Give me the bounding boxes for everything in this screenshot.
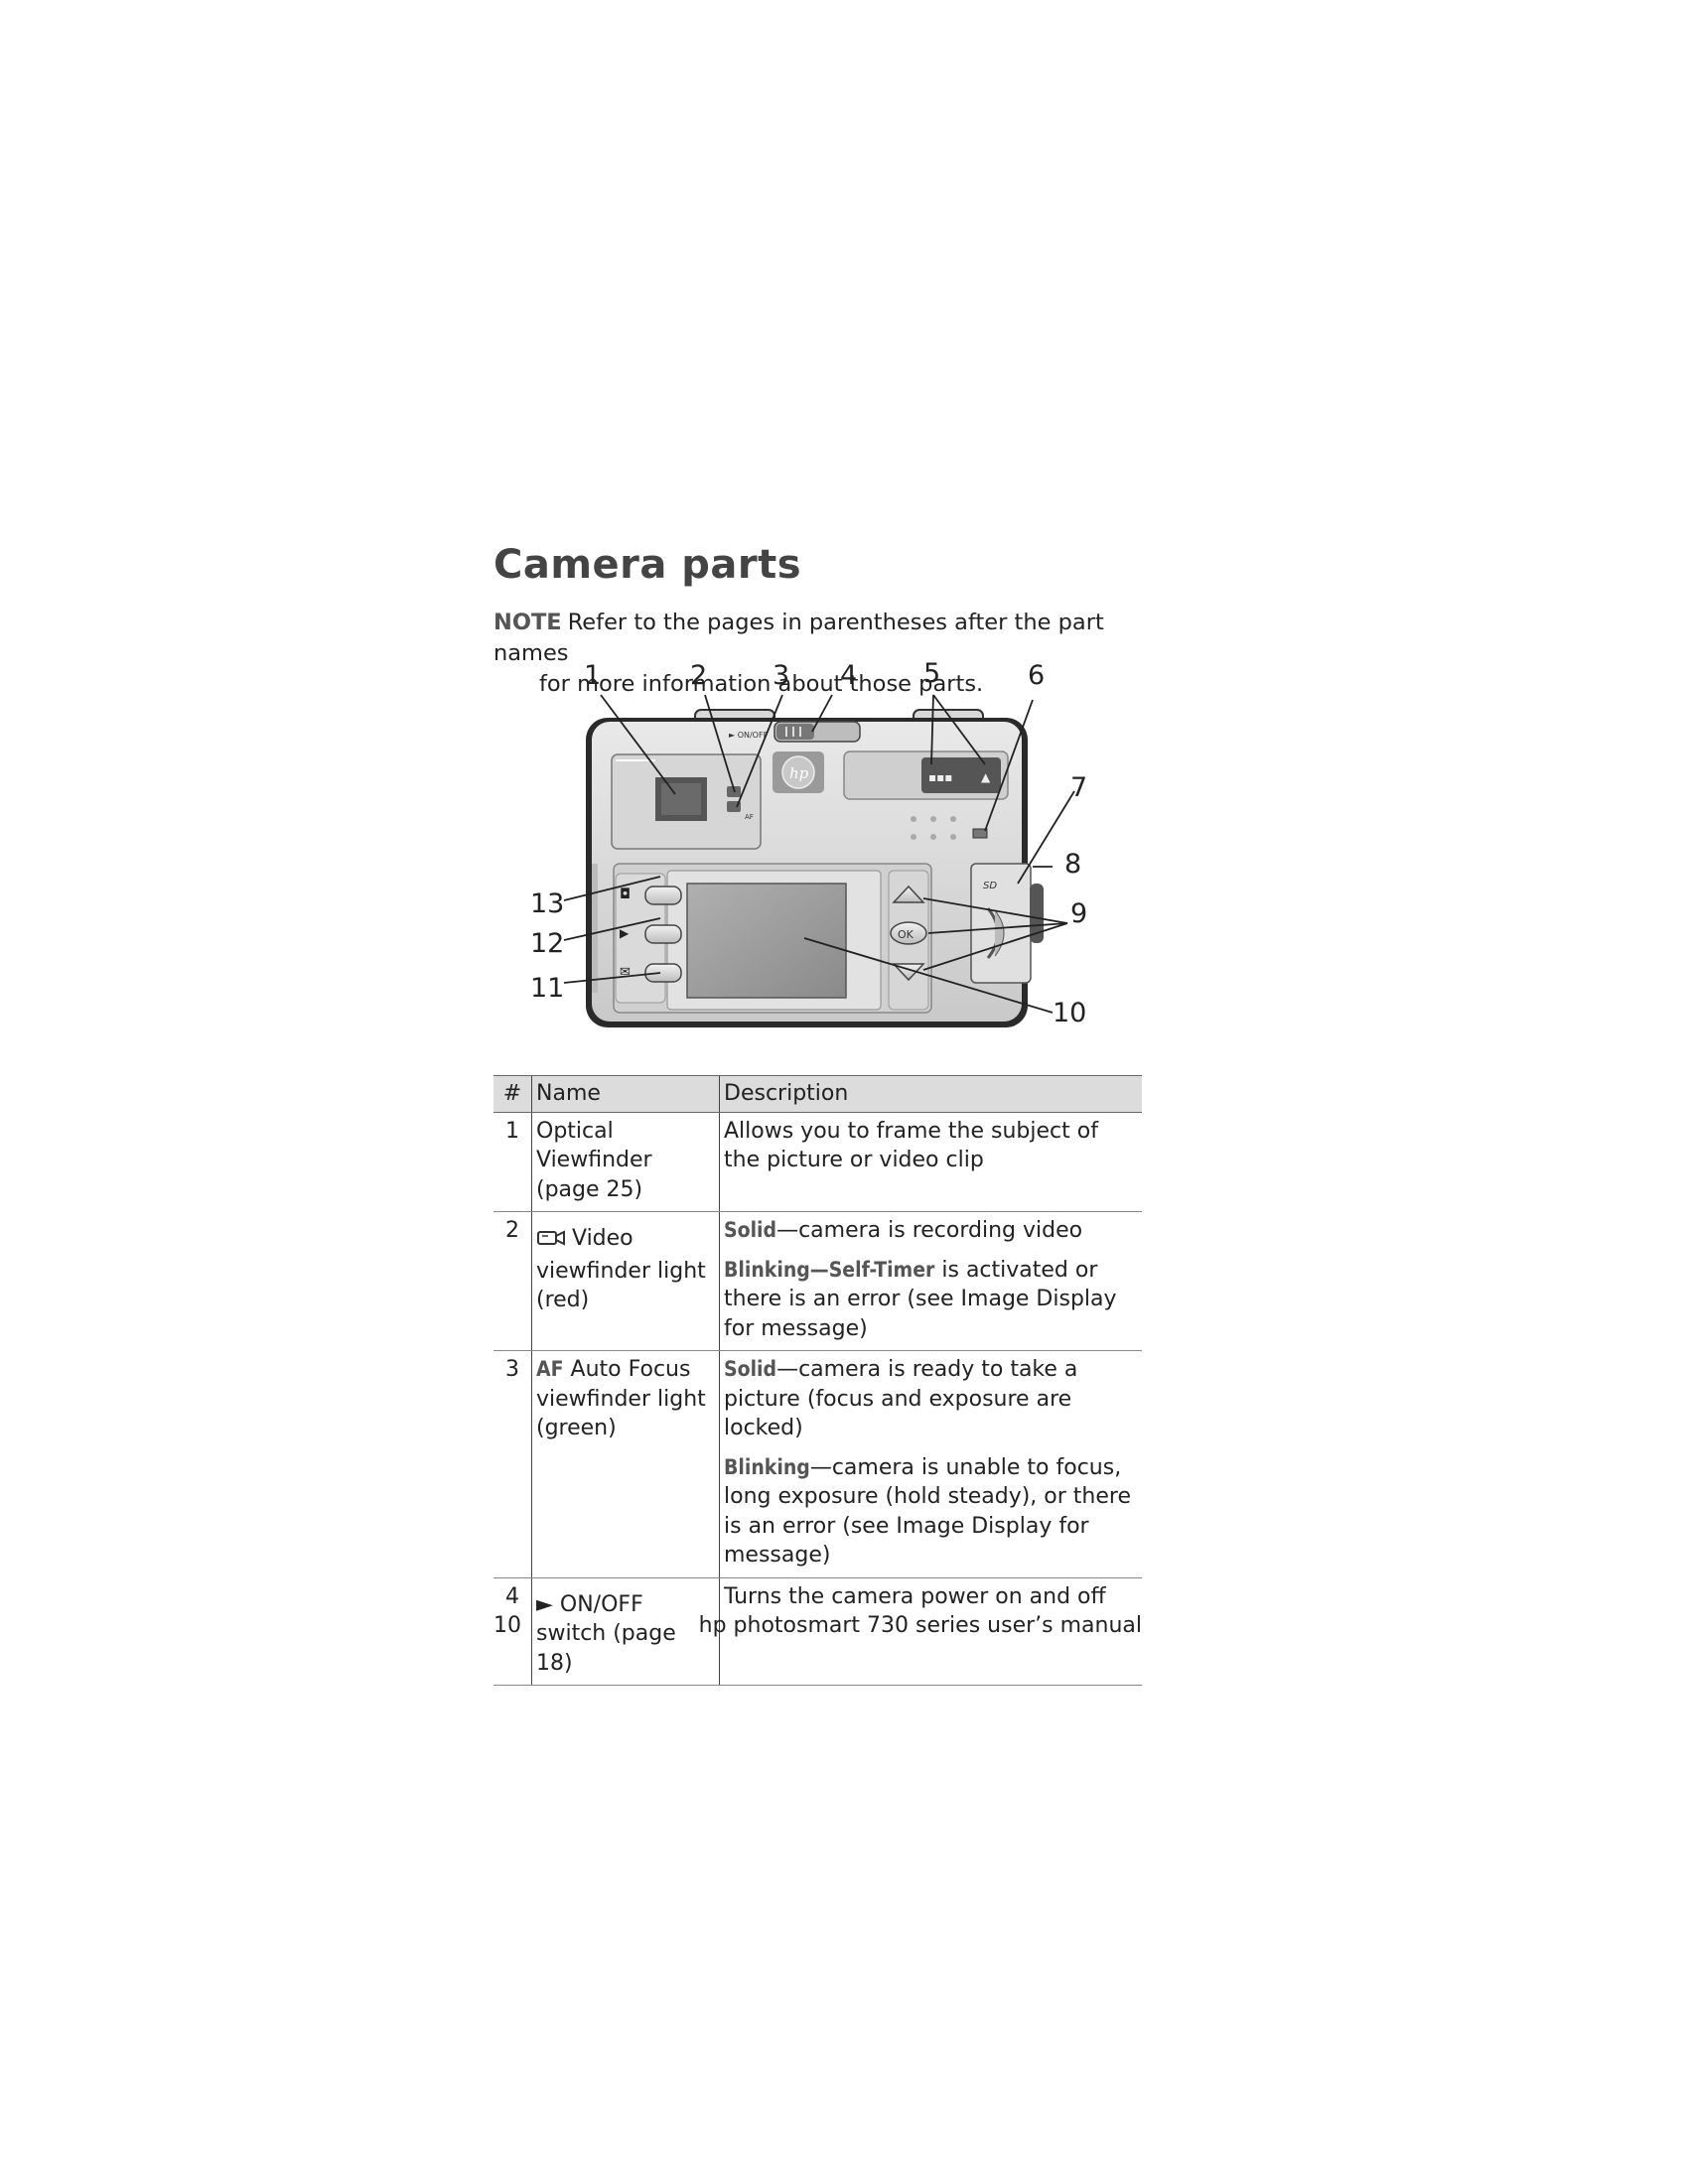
row-number: 3 [493,1350,532,1578]
callout-11: 11 [530,973,565,1004]
header-number: # [493,1075,532,1113]
ok-button [890,921,927,945]
image-display [686,883,847,999]
on-off-prefix: ► ON/OFF [536,1591,643,1617]
svg-text:▲: ▲ [981,770,991,784]
solid-text: —camera is recording video [776,1218,1083,1243]
note-text-line-1: Refer to the pages in parentheses after … [493,610,1104,666]
callout-2: 2 [690,660,708,691]
callout-4: 4 [840,660,858,691]
note-text-line-2: for more information about those parts. [539,671,984,697]
video-camera-icon [536,1227,566,1257]
row-description: Solid—camera is recording video Blinking… [719,1211,1142,1351]
live-view-button [644,886,682,905]
playback-button [644,924,682,944]
af-prefix: AF [536,1357,564,1381]
callout-5: 5 [923,658,941,689]
wrist-strap-mount [1030,884,1044,943]
table-header-row: # Name Description [493,1075,1142,1113]
callout-7: 7 [1070,772,1088,803]
row-name: AF Auto Focus viewfinder light (green) [531,1350,720,1578]
zoom-lever [921,757,1001,793]
blinking-term: Blinking—Self-Timer [724,1257,935,1282]
blinking-paragraph: Blinking—Self-Timer is activated or ther… [724,1256,1138,1344]
row-name-text: Auto Focus viewfinder light (green) [536,1357,706,1440]
on-off-switch-knob [776,724,814,740]
row-description: Allows you to frame the subject of the p… [719,1112,1142,1212]
blinking-text: is activated or there is an error (see I… [724,1257,1117,1341]
solid-paragraph: Solid—camera is recording video [724,1216,1138,1246]
solid-paragraph: Solid—camera is ready to take a picture … [724,1355,1138,1443]
callout-1: 1 [584,660,602,691]
callout-12: 12 [530,928,565,959]
blinking-paragraph: Blinking—camera is unable to focus, long… [724,1453,1138,1570]
page-number: 10 [493,1613,521,1638]
blinking-text: —camera is unable to focus, long exposur… [724,1454,1131,1569]
table-row: 3 AF Auto Focus viewfinder light (green)… [493,1350,1142,1578]
svg-text:OK: OK [898,928,914,941]
page-title: Camera parts [493,542,802,588]
af-light-label: AF [745,813,754,821]
solid-term: Solid [724,1218,777,1242]
svg-text:◘: ◘ [620,887,631,902]
callout-10: 10 [1053,998,1087,1028]
row-description: Solid—camera is ready to take a picture … [719,1350,1142,1578]
row-name: ► ON/OFF switch (page 18) [531,1577,720,1686]
arrow-up-button [892,885,925,903]
solid-term: Solid [724,1357,777,1381]
svg-text:SD: SD [983,881,997,891]
manual-title: hp photosmart 730 series user’s manual [698,1613,1142,1638]
share-button [644,963,682,983]
row-number: 4 [493,1577,532,1686]
camera-parts-table: # Name Description 1 Optical Viewfinder … [493,1075,1142,1686]
on-off-label: ► ON/OFF [729,731,769,740]
hp-logo [781,755,815,789]
table-row: 1 Optical Viewfinder (page 25) Allows yo… [493,1112,1142,1212]
callout-3: 3 [773,660,790,691]
header-description: Description [719,1075,1142,1113]
table-row: 2 Video viewfinder light (red) Solid—cam… [493,1211,1142,1351]
callout-leaders [563,694,1075,1014]
svg-text:▪▪▪: ▪▪▪ [928,770,952,784]
row-number: 2 [493,1211,532,1351]
solid-text: —camera is ready to take a picture (focu… [724,1357,1078,1440]
row-name: Video viewfinder light (red) [531,1211,720,1351]
camera-back-figure: ► ON/OFF AF hp ▪▪▪ ▲ ◘ [516,658,1112,1057]
table-row: 4 ► ON/OFF switch (page 18) Turns the ca… [493,1577,1142,1686]
camera-illustration: ► ON/OFF AF hp ▪▪▪ ▲ ◘ [563,694,1075,1027]
svg-text:hp: hp [789,764,809,782]
row-name-text: Video viewfinder light (red) [536,1226,706,1312]
callout-6: 6 [1028,660,1046,691]
blinking-term: Blinking [724,1454,810,1479]
svg-text:▶: ▶ [620,926,630,940]
memory-card-light [972,828,988,839]
row-description: Turns the camera power on and off [719,1577,1142,1686]
callout-13: 13 [530,888,565,919]
row-name-text: switch (page 18) [536,1621,676,1676]
header-name: Name [531,1075,720,1113]
svg-text:✉: ✉ [620,965,631,980]
callout-9: 9 [1070,898,1088,929]
note-label: NOTE [493,610,562,635]
row-number: 1 [493,1112,532,1212]
row-name: Optical Viewfinder (page 25) [531,1112,720,1212]
speaker-grille [911,816,956,840]
callout-8: 8 [1064,849,1082,880]
left-button-column: ◘ ▶ ✉ [615,873,682,1004]
